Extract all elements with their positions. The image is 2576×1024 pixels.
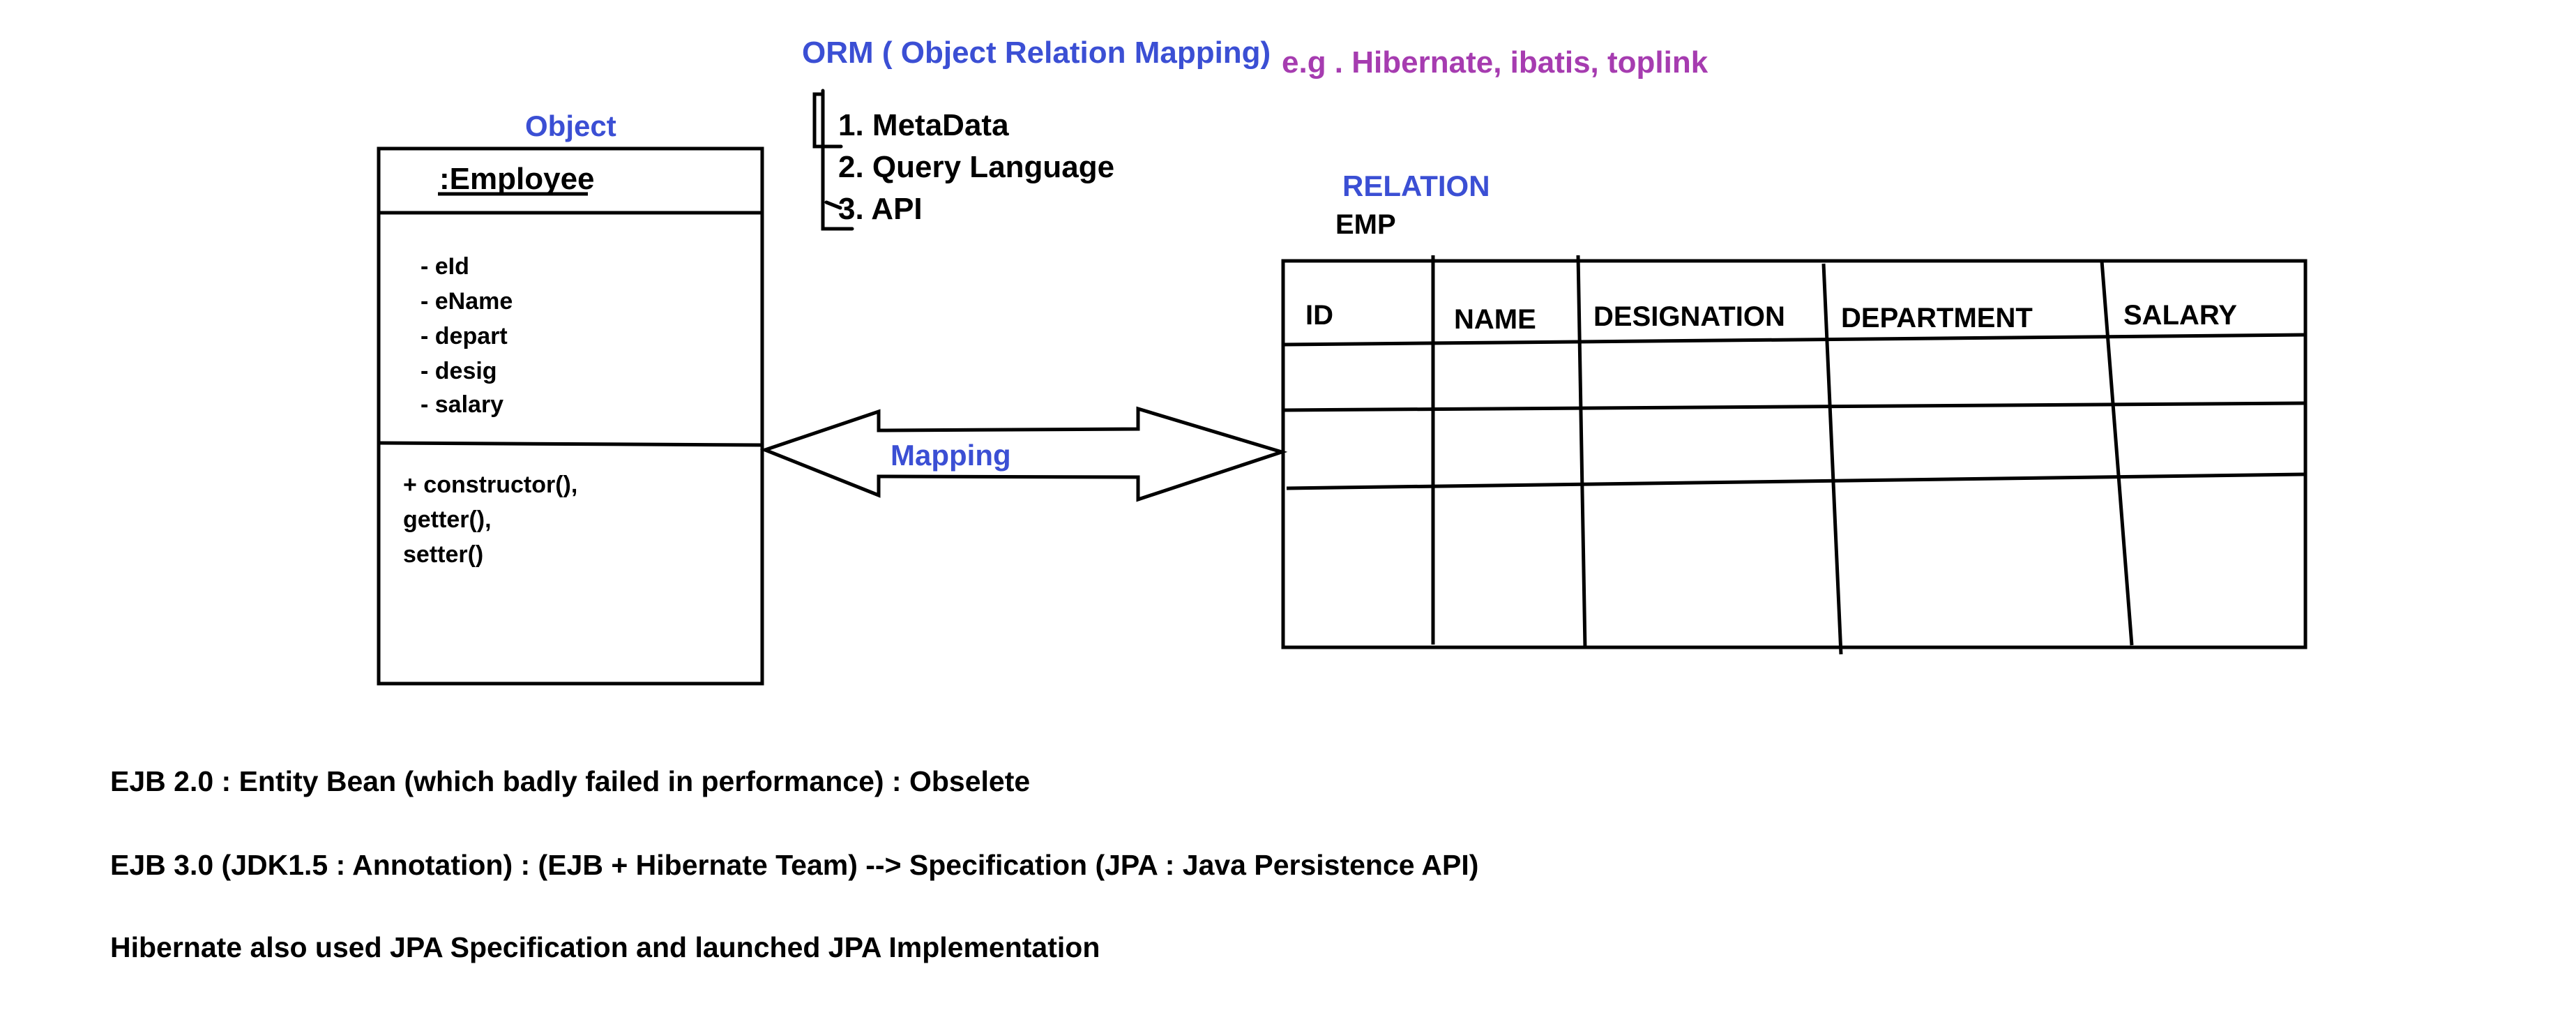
attribute-desig: - desig xyxy=(421,358,497,384)
orm-examples: e.g . Hibernate, ibatis, toplink xyxy=(1282,45,1709,80)
column-header-id: ID xyxy=(1305,300,1333,331)
method-getter: getter(), xyxy=(403,506,492,533)
header-row-line xyxy=(1282,333,2306,347)
row-line xyxy=(1282,401,2306,412)
column-header-name: NAME xyxy=(1454,304,1536,335)
mapping-double-arrow xyxy=(759,406,1288,502)
note-ejb-2: EJB 2.0 : Entity Bean (which badly faile… xyxy=(110,765,1031,797)
orm-item-api: 3. API xyxy=(838,192,923,226)
emp-table-grid xyxy=(1281,255,2308,655)
orm-title: ORM ( Object Relation Mapping) xyxy=(802,36,1271,70)
orm-item-metadata: 1. MetaData xyxy=(838,108,1009,142)
attribute-salary: - salary xyxy=(421,391,504,418)
employee-class-box xyxy=(377,146,764,686)
column-line xyxy=(1576,255,1587,649)
attribute-eid: - eId xyxy=(421,253,469,280)
attribute-ename: - eName xyxy=(421,288,513,315)
table-name: EMP xyxy=(1335,209,1396,240)
mapping-label: Mapping xyxy=(891,439,1011,472)
column-header-salary: SALARY xyxy=(2123,300,2237,331)
method-constructor: + constructor(), xyxy=(403,472,578,498)
column-header-designation: DESIGNATION xyxy=(1593,301,1785,332)
column-header-department: DEPARTMENT xyxy=(1841,303,2033,333)
note-ejb-3: EJB 3.0 (JDK1.5 : Annotation) : (EJB + H… xyxy=(110,849,1479,881)
method-setter: setter() xyxy=(403,541,484,568)
column-line xyxy=(2100,260,2134,646)
attributes-divider xyxy=(378,441,763,447)
orm-bracket xyxy=(812,89,854,231)
orm-item-query-language: 2. Query Language xyxy=(838,150,1115,184)
note-hibernate-jpa: Hibernate also used JPA Specification an… xyxy=(110,931,1100,963)
row-line xyxy=(1286,472,2306,490)
attribute-depart: - depart xyxy=(421,323,508,349)
object-heading: Object xyxy=(525,110,616,142)
relation-heading: RELATION xyxy=(1342,170,1490,202)
column-line xyxy=(1821,263,1843,655)
class-name: :Employee xyxy=(439,162,595,196)
